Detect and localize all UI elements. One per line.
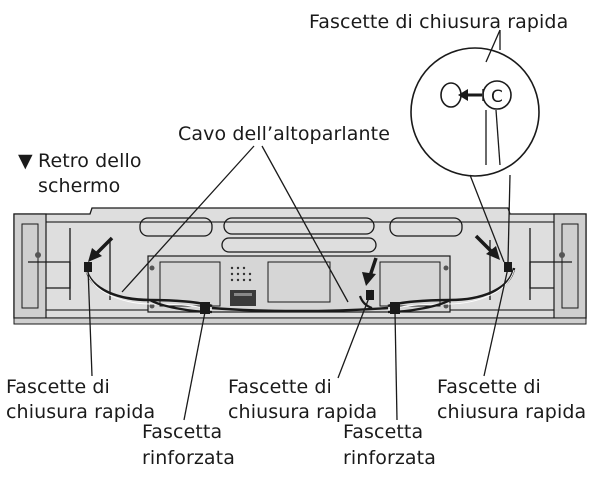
label-band-left-line2: rinforzata — [142, 447, 235, 469]
leader-clip-mid — [337, 289, 373, 379]
clip-left-marker — [84, 262, 92, 272]
speaker-cable-center — [211, 295, 389, 313]
clip-mid-marker — [366, 290, 374, 300]
label-clip-left-line1: Fascette di — [6, 376, 110, 398]
label-clip-right-line1: Fascette di — [437, 376, 541, 398]
label-clip-mid-line2: chiusura rapida — [228, 401, 377, 423]
leader-speaker-cable-left — [121, 145, 255, 293]
clip-detail-inset: C — [410, 47, 540, 263]
reinforced-band-left-marker — [200, 302, 210, 314]
svg-text:C: C — [491, 87, 503, 107]
label-speaker-cable: Cavo dell’altoparlante — [178, 123, 390, 145]
arrow-right-clip — [474, 234, 500, 260]
leader-clip-right — [483, 267, 509, 377]
leader-clip-left — [87, 267, 93, 377]
leader-top-clip-2 — [485, 29, 501, 63]
leader-band-right — [394, 311, 398, 421]
label-clip-right-line2: chiusura rapida — [437, 401, 586, 423]
back-marker-icon: ▼ — [18, 150, 33, 172]
label-band-right-line2: rinforzata — [343, 447, 436, 469]
label-back-line1: Retro dello — [38, 150, 142, 172]
label-clip-mid-line1: Fascette di — [228, 376, 332, 398]
display-rear-panel — [13, 207, 587, 325]
arrow-left-clip — [88, 236, 114, 262]
clip-right-marker — [504, 262, 512, 272]
label-top-right-clip: Fascette di chiusura rapida — [309, 11, 568, 33]
label-band-right-line1: Fascetta — [343, 421, 423, 443]
label-clip-left-line2: chiusura rapida — [6, 401, 155, 423]
arrow-center-clip — [362, 257, 378, 286]
leader-speaker-cable-right — [261, 145, 349, 303]
label-back-line2: schermo — [38, 175, 120, 197]
leader-band-left — [183, 311, 206, 421]
reinforced-band-right-marker — [390, 302, 400, 314]
label-band-left-line1: Fascetta — [142, 421, 222, 443]
